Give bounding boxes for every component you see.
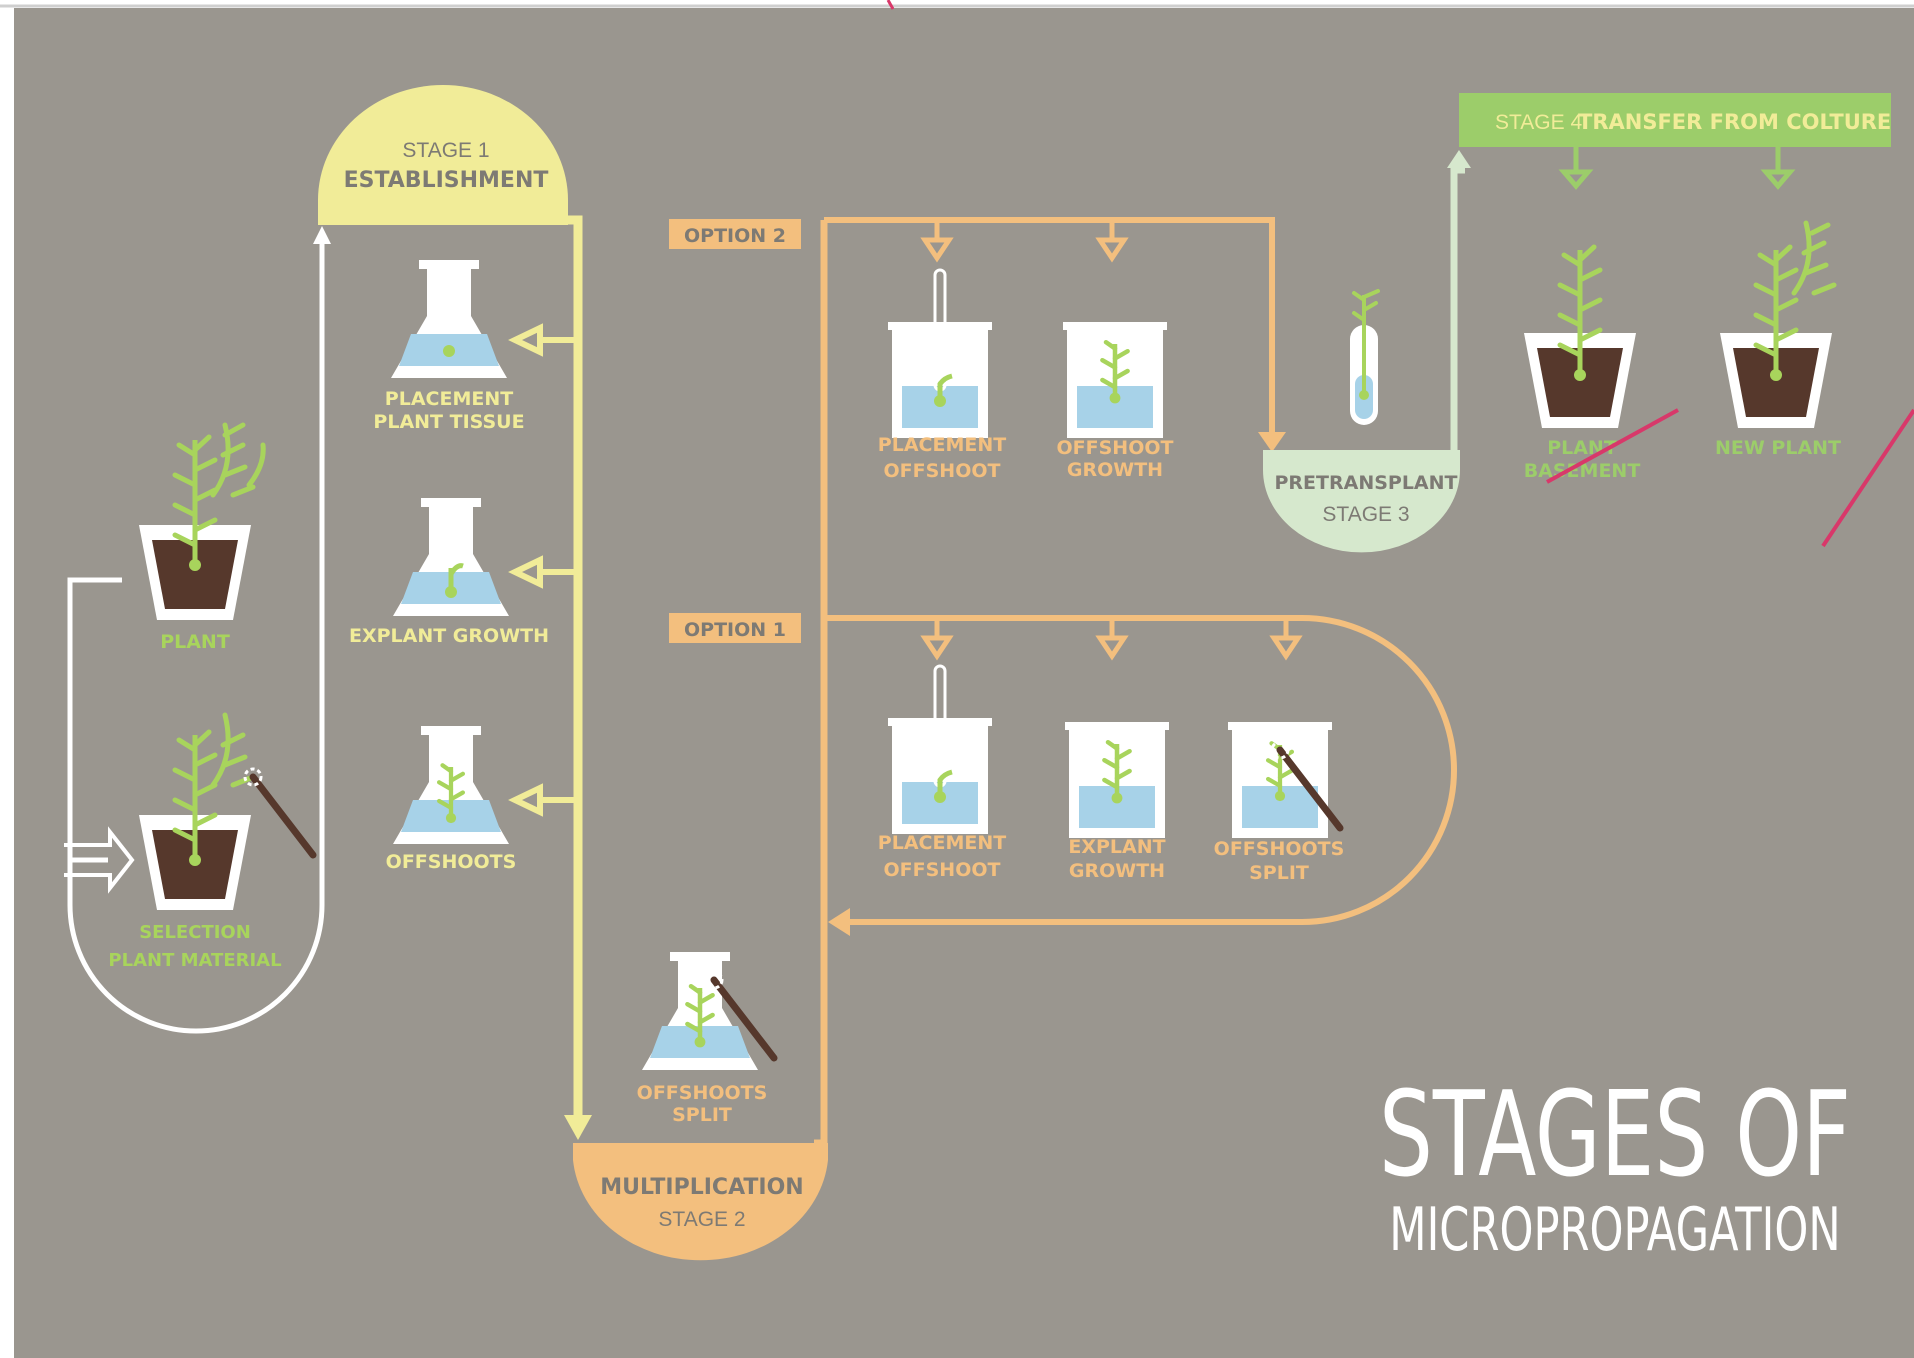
diagram-background — [14, 8, 1914, 1358]
pen-annotation-marks — [886, 0, 1914, 548]
option2-step2-line2: GROWTH — [1067, 459, 1163, 481]
stage4-arrows — [1558, 147, 1796, 190]
test-tube-illustration — [1350, 289, 1380, 425]
option1-tag-bg — [669, 613, 801, 643]
stage1-step1-line1: PLACEMENT — [385, 388, 513, 410]
option2-step1-line2: OFFSHOOT — [884, 460, 1001, 482]
selection-label: SELECTION — [139, 922, 251, 943]
stage2-split-line1: OFFSHOOTS — [637, 1082, 768, 1104]
plant-illustration — [139, 422, 266, 620]
selection-plant-illustration — [139, 712, 313, 910]
new-plant-illustration — [1720, 220, 1837, 428]
stage3-number: STAGE 3 — [1322, 503, 1409, 526]
option2-tag: OPTION 2 — [684, 225, 786, 247]
stage3-name: PRETRANSPLANT — [1274, 472, 1457, 494]
stage1-step3-line1: OFFSHOOTS — [386, 851, 517, 873]
flask-placement-plant-tissue — [391, 260, 507, 378]
stage1-number: STAGE 1 — [402, 139, 489, 162]
beaker-placement-offshoot-option1 — [888, 664, 992, 834]
beaker-placement-offshoot-option2 — [888, 268, 992, 438]
title-line1: STAGES OF — [1379, 1067, 1851, 1204]
stage2-flow — [814, 217, 1457, 1147]
stage2-split-line2: SPLIT — [672, 1104, 732, 1126]
plant-material-label: PLANT MATERIAL — [108, 950, 281, 971]
stage1-header — [318, 85, 568, 225]
option2-step1-line1: PLACEMENT — [878, 434, 1006, 456]
stage1-step2-line1: EXPLANT GROWTH — [349, 625, 549, 647]
option1-step1-line1: PLACEMENT — [878, 832, 1006, 854]
option2-tag-bg — [669, 219, 801, 249]
stage3-header — [1263, 150, 1471, 553]
option2-step2-line1: OFFSHOOT — [1057, 437, 1174, 459]
stage2-header — [573, 1143, 828, 1261]
title-line2: MICROPROPAGATION — [1389, 1195, 1840, 1265]
stage4-banner-prefix: STAGE 4 — [1495, 111, 1582, 134]
option1-step1-line2: OFFSHOOT — [884, 859, 1001, 881]
stage4-step2-line1: NEW PLANT — [1715, 437, 1841, 459]
stage1-flow — [508, 215, 592, 1140]
stage4-banner-text: TRANSFER FROM COLTURE — [1578, 110, 1891, 134]
stage2-name: MULTIPLICATION — [600, 1175, 803, 1200]
stage2-number: STAGE 2 — [658, 1208, 745, 1231]
stage1-step1-line2: PLANT TISSUE — [373, 411, 524, 433]
option1-step3-line2: SPLIT — [1249, 862, 1309, 884]
selection-loop — [64, 226, 331, 1034]
option1-step3-line1: OFFSHOOTS — [1214, 838, 1345, 860]
flask-explant-growth — [393, 498, 509, 616]
option1-step2-line2: GROWTH — [1069, 860, 1165, 882]
beaker-offshoots-split — [1228, 722, 1340, 838]
plant-label: PLANT — [160, 631, 230, 653]
option1-tag: OPTION 1 — [684, 619, 786, 641]
beaker-offshoot-growth — [1063, 322, 1167, 438]
beaker-explant-growth — [1065, 722, 1169, 838]
option1-step2-line1: EXPLANT — [1068, 836, 1165, 858]
stage1-name: ESTABLISHMENT — [344, 168, 549, 193]
stage4-banner — [1459, 93, 1891, 147]
